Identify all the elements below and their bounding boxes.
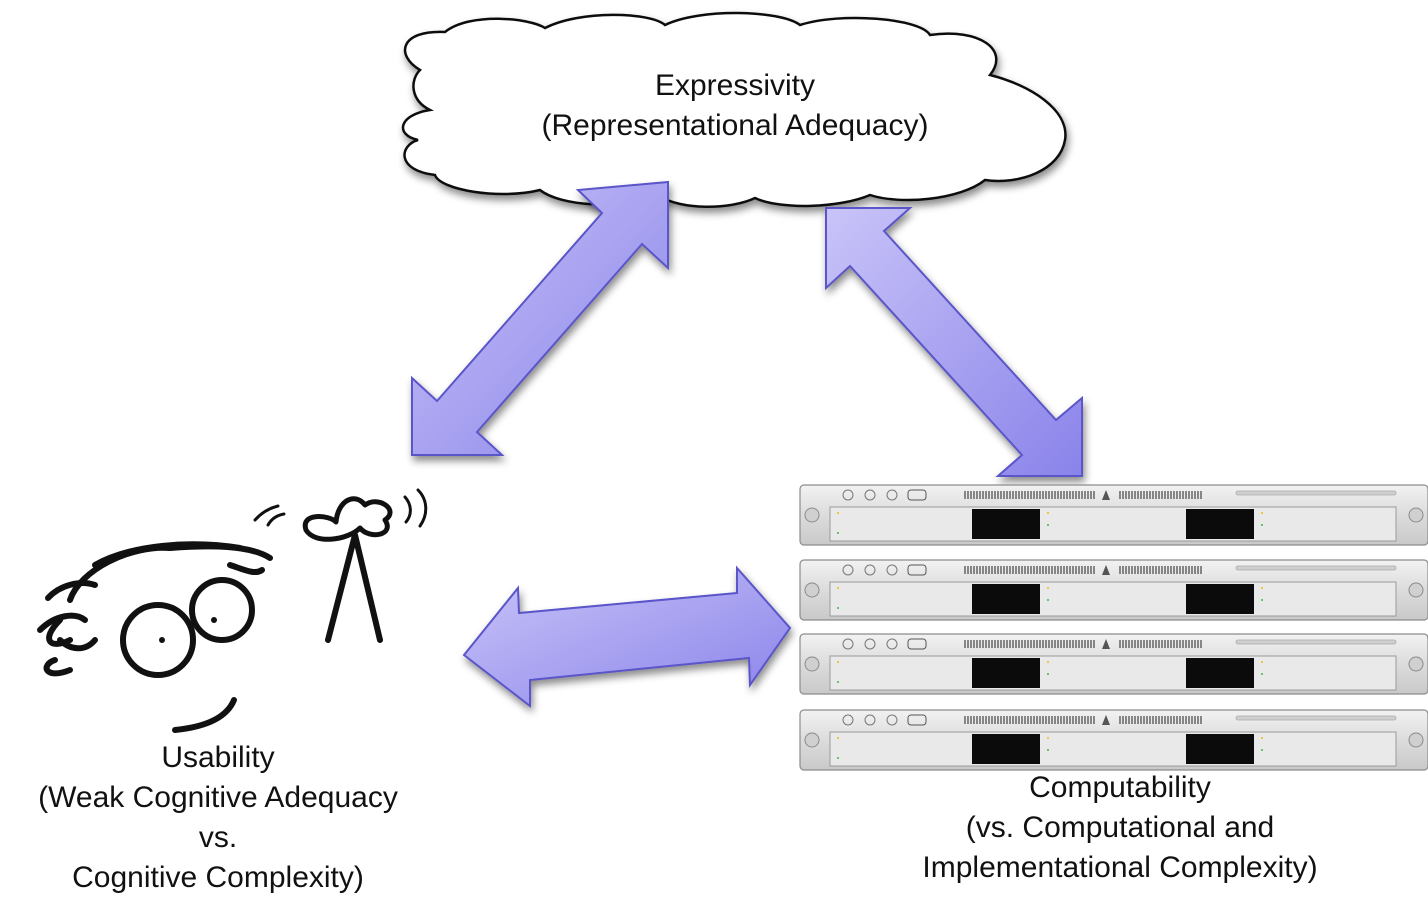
server-unit [799, 633, 1428, 695]
computability-label: Computability (vs. Computational and Imp… [860, 768, 1380, 888]
server-unit [799, 559, 1428, 621]
computability-line3: Implementational Complexity) [922, 851, 1318, 884]
expressivity-subtitle: (Representational Adequacy) [541, 109, 929, 142]
usability-line3: vs. [198, 821, 238, 854]
usability-cartoon-face [37, 488, 428, 733]
server-unit [799, 484, 1428, 546]
server-unit [799, 709, 1428, 771]
expressivity-title: Expressivity [654, 69, 816, 102]
computability-server-stack [799, 484, 1428, 771]
usability-title: Usability [161, 741, 275, 774]
expressivity-label: Expressivity (Representational Adequacy) [470, 66, 1000, 146]
arrow-usability-expressivity [411, 180, 669, 456]
computability-line2: (vs. Computational and [965, 811, 1275, 844]
computability-title: Computability [1029, 771, 1211, 804]
arrow-expressivity-computability [825, 207, 1083, 477]
arrow-usability-computability [462, 565, 792, 709]
usability-label: Usability (Weak Cognitive Adequacy vs. C… [0, 738, 436, 898]
usability-line2: (Weak Cognitive Adequacy [38, 781, 398, 814]
usability-line4: Cognitive Complexity) [72, 861, 364, 894]
expressivity-cloud [401, 11, 1067, 208]
